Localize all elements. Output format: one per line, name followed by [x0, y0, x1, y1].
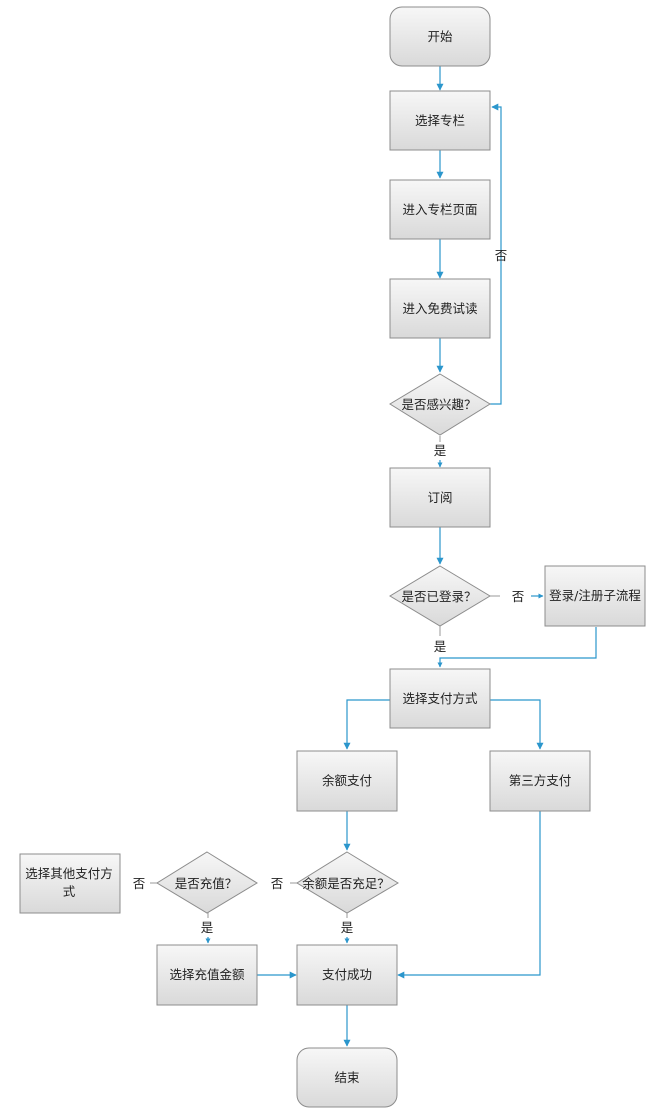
label-recharge-no: 否 — [133, 876, 146, 891]
node-login-register-label: 登录/注册子流程 — [549, 588, 641, 603]
node-free-trial: 进入免费试读 — [389, 278, 491, 339]
node-free-trial-label: 进入免费试读 — [402, 301, 477, 316]
node-choose-payment: 选择支付方式 — [389, 668, 491, 729]
edge-pay-third — [490, 699, 544, 750]
node-end-label: 结束 — [334, 1070, 360, 1085]
node-third-party-pay-label: 第三方支付 — [509, 773, 572, 788]
decision-recharge: 是否充值？ — [156, 851, 258, 914]
node-choose-payment-label: 选择支付方式 — [402, 691, 478, 706]
node-third-party-pay: 第三方支付 — [489, 750, 591, 812]
label-recharge-yes: 是 — [201, 920, 214, 935]
node-balance-pay: 余额支付 — [296, 750, 398, 812]
decision-logged-in-label: 是否已登录？ — [401, 589, 476, 604]
node-choose-column-label: 选择专栏 — [415, 113, 465, 128]
decision-interested-label: 是否感兴趣？ — [401, 397, 476, 412]
node-enter-column-page-label: 进入专栏页面 — [402, 202, 477, 217]
node-subscribe: 订阅 — [389, 467, 491, 528]
label-enough-yes: 是 — [341, 920, 354, 935]
node-end: 结束 — [296, 1047, 398, 1108]
label-interested-no: 否 — [495, 248, 508, 263]
label-logged-yes: 是 — [434, 639, 447, 654]
connectors — [150, 66, 597, 1047]
decision-logged-in: 是否已登录？ — [389, 565, 491, 627]
edge-third-success — [397, 811, 541, 979]
decision-balance-enough: 余额是否充足？ — [296, 851, 399, 914]
node-pay-success: 支付成功 — [296, 944, 398, 1006]
edge-login-return — [437, 627, 597, 668]
label-enough-no: 否 — [271, 876, 284, 891]
node-choose-recharge-amount-label: 选择充值金额 — [169, 967, 245, 982]
decision-interested: 是否感兴趣？ — [389, 373, 491, 436]
node-other-payment-label-2: 式 — [63, 884, 76, 899]
node-login-register: 登录/注册子流程 — [544, 565, 646, 627]
edge-labels: 否 是 否 是 否 是 否 是 — [133, 248, 525, 935]
node-balance-pay-label: 余额支付 — [322, 773, 372, 788]
edge-pay-balance — [343, 699, 390, 750]
node-enter-column-page: 进入专栏页面 — [389, 179, 491, 240]
node-choose-column: 选择专栏 — [389, 90, 491, 151]
decision-balance-enough-label: 余额是否充足？ — [302, 876, 390, 891]
node-other-payment-label-1: 选择其他支付方 — [25, 866, 113, 881]
node-choose-recharge-amount: 选择充值金额 — [156, 944, 258, 1006]
label-interested-yes: 是 — [434, 443, 447, 458]
node-start: 开始 — [389, 6, 491, 67]
label-logged-no: 否 — [512, 589, 525, 604]
decision-recharge-label: 是否充值？ — [175, 876, 238, 891]
edge-interested-no — [490, 103, 502, 405]
node-start-label: 开始 — [427, 29, 453, 44]
node-other-payment: 选择其他支付方 式 — [19, 853, 121, 914]
node-subscribe-label: 订阅 — [427, 490, 452, 505]
node-pay-success-label: 支付成功 — [322, 967, 372, 982]
